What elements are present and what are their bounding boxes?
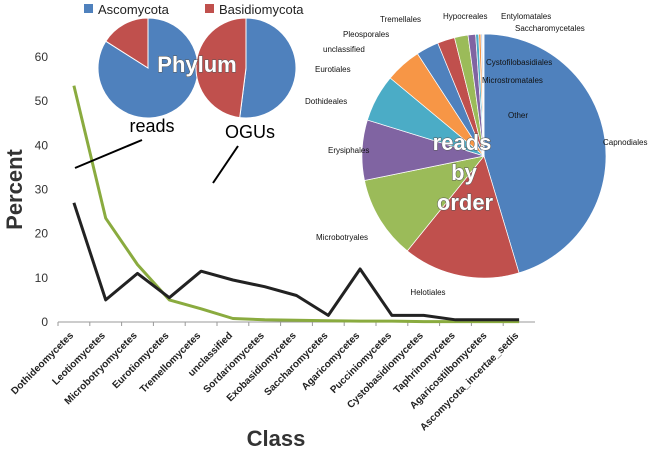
y-tick-label: 20 bbox=[35, 227, 49, 241]
legend-swatch bbox=[205, 4, 214, 13]
ogus-pointer-line bbox=[212, 145, 239, 184]
pie-label-entylomatales: Entylomatales bbox=[501, 12, 551, 21]
phylum-reads-pie bbox=[97, 17, 199, 119]
pie-label-capnodiales: Capnodiales bbox=[603, 138, 647, 147]
pie-label-microstromatales: Microstromatales bbox=[482, 76, 543, 85]
x-tick-label: Agaricomycetes bbox=[300, 330, 363, 393]
pie-label-tremellales: Tremellales bbox=[380, 15, 421, 24]
pie-label-pleosporales: Pleosporales bbox=[343, 30, 389, 39]
order-overlay-label-2: by bbox=[451, 160, 477, 185]
pie-label-unclassified: unclassified bbox=[323, 45, 365, 54]
order-overlay-label-3: order bbox=[437, 190, 494, 215]
pie-label-microbotryales: Microbotryales bbox=[316, 233, 368, 242]
y-tick-label: 0 bbox=[41, 315, 48, 329]
y-axis-title: Percent bbox=[2, 148, 27, 229]
x-axis-title: Class bbox=[247, 426, 306, 451]
pie-label-helotiales: Helotiales bbox=[410, 288, 445, 297]
series-line-ogus bbox=[72, 202, 520, 322]
x-axis-category-labels: DothideomycetesLeotiomycetesMicrobotryom… bbox=[9, 322, 522, 433]
legend-label: Ascomycota bbox=[98, 2, 170, 17]
phylum-ogus-pie bbox=[195, 17, 297, 119]
reads-annotation: reads bbox=[129, 116, 174, 136]
pie-slice-capnodiales bbox=[483, 33, 607, 274]
pie-label-hypocreales: Hypocreales bbox=[443, 12, 487, 21]
pie-slice-basidiomycota bbox=[195, 17, 247, 119]
pie-label-cystofilobasidiales: Cystofilobasidiales bbox=[486, 58, 552, 67]
pie-slice-other bbox=[482, 33, 485, 157]
pie-slice-microbotryales bbox=[364, 155, 485, 252]
phylum-overlay-label: Phylum bbox=[157, 52, 236, 77]
order-overlay-label-1: reads bbox=[433, 130, 492, 155]
pie-label-other: Other bbox=[508, 111, 528, 120]
x-tick-label: Eurotiomycetes bbox=[111, 330, 172, 391]
y-tick-label: 10 bbox=[35, 271, 49, 285]
legend-swatch bbox=[84, 4, 93, 13]
pie-slice-ascomycota bbox=[239, 17, 297, 119]
series-line-reads bbox=[72, 85, 520, 324]
pie-label-eurotiales: Eurotiales bbox=[315, 65, 351, 74]
phylum-legend: Ascomycota Basidiomycota bbox=[84, 2, 304, 17]
pie-slice-helotiales bbox=[406, 155, 520, 279]
y-tick-label: 60 bbox=[35, 50, 49, 64]
pie-slice-basidiomycota bbox=[105, 17, 149, 69]
y-tick-label: 50 bbox=[35, 94, 49, 108]
y-axis-ticks: 0 10 20 30 40 50 60 bbox=[35, 50, 49, 329]
y-tick-label: 30 bbox=[35, 183, 49, 197]
y-tick-label: 40 bbox=[35, 138, 49, 152]
pie-label-erysiphales: Erysiphales bbox=[328, 146, 369, 155]
line-series bbox=[72, 85, 520, 324]
pie-label-dothideales: Dothideales bbox=[305, 97, 347, 106]
pie-label-saccharomycetales: Saccharomycetales bbox=[515, 24, 585, 33]
legend-label: Basidiomycota bbox=[219, 2, 304, 17]
ogus-annotation: OGUs bbox=[225, 122, 275, 142]
reads-pointer-line bbox=[74, 139, 143, 169]
